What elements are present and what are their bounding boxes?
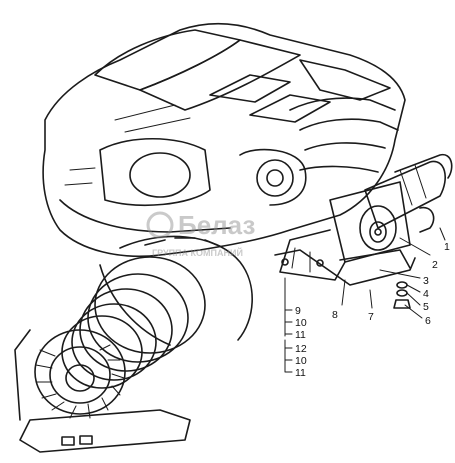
watermark-subtitle: ГРУППА КОМПАНИЙ <box>152 247 243 258</box>
watermark-brand: Белаз <box>178 210 255 240</box>
callout-labels: 1 2 3 4 5 6 7 8 9 10 11 12 10 11 <box>295 241 450 379</box>
callout-4: 4 <box>423 288 429 300</box>
watermark: Белаз ГРУППА КОМПАНИЙ <box>146 210 255 258</box>
callout-6: 6 <box>425 315 431 327</box>
callout-7: 7 <box>368 311 374 323</box>
callout-9: 9 <box>295 305 301 317</box>
starter-motor <box>359 153 453 251</box>
callout-2: 2 <box>432 259 438 271</box>
callout-1: 1 <box>444 241 450 253</box>
callout-10-lower: 10 <box>295 355 307 367</box>
callout-11-lower: 11 <box>295 367 306 379</box>
callout-5: 5 <box>423 301 429 313</box>
callout-8: 8 <box>332 309 338 321</box>
flywheel-housing <box>14 235 253 453</box>
engine-block <box>42 22 406 258</box>
callout-10-upper: 10 <box>295 317 307 329</box>
callout-3: 3 <box>423 275 429 287</box>
callout-11-upper: 11 <box>295 329 306 341</box>
leader-lines <box>284 227 446 373</box>
mounting-bracket <box>274 181 416 309</box>
callout-12: 12 <box>295 343 307 355</box>
